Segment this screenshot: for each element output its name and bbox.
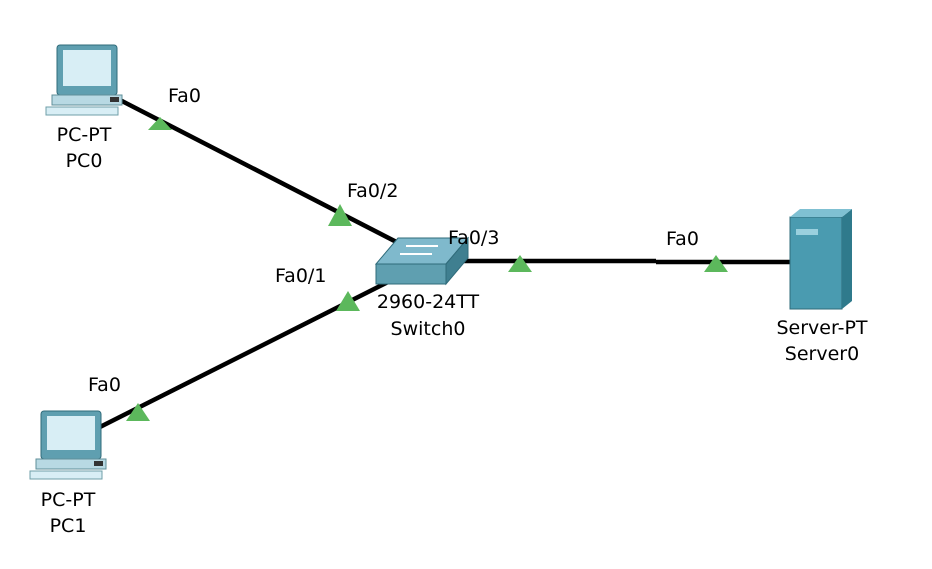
- pc1-model-label: PC-PT: [40, 489, 96, 511]
- server0-name-label: Server0: [784, 343, 860, 365]
- port-label-pc0: Fa0: [168, 85, 201, 107]
- pc0-name-label: PC0: [65, 150, 103, 172]
- server-icon[interactable]: [789, 209, 852, 310]
- port-label-server0: Fa0: [666, 228, 699, 250]
- port-label-switch-fa0-3: Fa0/3: [448, 227, 500, 249]
- link-pc0-switch0[interactable]: [118, 97, 414, 253]
- link-status-triangle: [508, 255, 532, 272]
- switch0-model-label: 2960-24TT: [376, 291, 480, 313]
- port-label-switch-fa0-2: Fa0/2: [347, 180, 399, 202]
- link-status-triangle: [148, 117, 172, 130]
- server0-model-label: Server-PT: [776, 317, 868, 339]
- link-status-triangle: [126, 403, 150, 421]
- link-status-triangle: [336, 291, 360, 311]
- switch-icon[interactable]: [374, 236, 470, 286]
- link-status-triangle: [328, 204, 352, 226]
- pc0-model-label: PC-PT: [56, 124, 112, 146]
- port-label-pc1: Fa0: [88, 374, 121, 396]
- switch0-name-label: Switch0: [390, 318, 466, 340]
- pc-icon[interactable]: [45, 44, 123, 116]
- pc1-name-label: PC1: [49, 515, 87, 537]
- pc-icon[interactable]: [29, 410, 107, 480]
- port-label-switch-fa0-1: Fa0/1: [275, 265, 327, 287]
- link-status-triangle: [704, 255, 728, 272]
